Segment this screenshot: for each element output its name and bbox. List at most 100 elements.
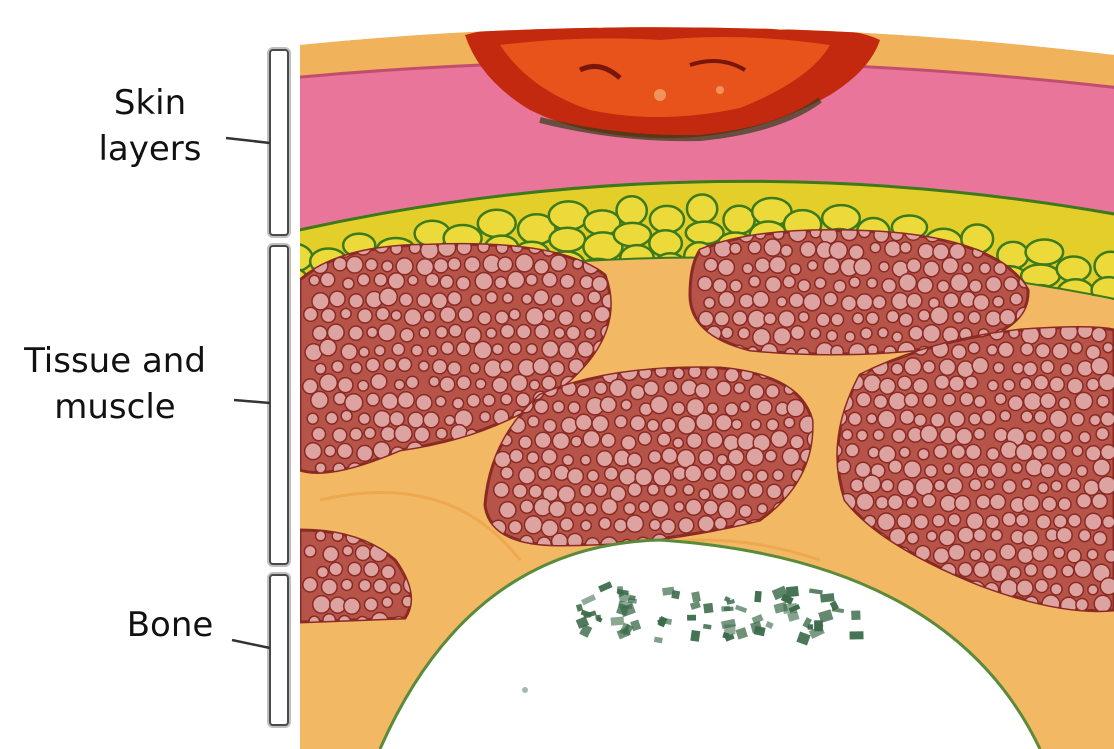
muscle-cell bbox=[471, 294, 482, 305]
muscle-cell bbox=[937, 280, 949, 292]
muscle-cell bbox=[856, 392, 870, 406]
muscle-cell bbox=[1059, 397, 1071, 409]
muscle-cell bbox=[1075, 392, 1093, 410]
muscle-cell bbox=[321, 579, 337, 595]
muscle-cell bbox=[748, 310, 766, 328]
muscle-cell bbox=[951, 445, 965, 459]
muscle-cell bbox=[304, 307, 318, 321]
muscle-cell bbox=[595, 382, 608, 395]
muscle-cell bbox=[985, 479, 995, 489]
muscle-cell bbox=[440, 377, 455, 392]
muscle-cell bbox=[522, 294, 532, 304]
muscle-cell bbox=[707, 432, 723, 448]
muscle-cell bbox=[863, 475, 881, 493]
muscle-cell bbox=[907, 293, 922, 308]
muscle-cell bbox=[773, 328, 790, 345]
muscle-cell bbox=[396, 258, 413, 275]
muscle-cell bbox=[483, 394, 495, 406]
muscle-cell bbox=[1076, 599, 1088, 611]
muscle-cell bbox=[873, 430, 884, 441]
muscle-cell bbox=[376, 307, 389, 320]
muscle-cell bbox=[717, 454, 728, 465]
muscle-cell bbox=[681, 380, 697, 396]
muscle-cell bbox=[753, 291, 769, 307]
muscle-cell bbox=[311, 391, 328, 408]
muscle-cell bbox=[994, 428, 1008, 442]
muscle-cell bbox=[343, 278, 354, 289]
muscle-cell bbox=[798, 312, 809, 323]
muscle-cell bbox=[398, 358, 412, 372]
muscle-cell bbox=[851, 479, 864, 492]
muscle-cell bbox=[918, 449, 929, 460]
muscle-cell bbox=[943, 393, 956, 406]
muscle-cell bbox=[345, 394, 363, 412]
muscle-cell bbox=[358, 380, 369, 391]
muscle-cell bbox=[588, 291, 601, 304]
muscle-cell bbox=[1103, 342, 1113, 352]
muscle-cell bbox=[400, 328, 414, 342]
muscle-cell bbox=[854, 258, 871, 275]
muscle-cell bbox=[781, 245, 793, 257]
muscle-cell bbox=[456, 276, 470, 290]
muscle-cell bbox=[948, 514, 960, 526]
muscle-cell bbox=[305, 443, 322, 460]
muscle-cell bbox=[889, 392, 907, 410]
muscle-cell bbox=[303, 577, 318, 592]
muscle-cell bbox=[857, 430, 868, 441]
muscle-cell bbox=[550, 361, 565, 376]
muscle-cell bbox=[364, 598, 377, 611]
muscle-cell bbox=[1025, 431, 1037, 443]
muscle-cell bbox=[661, 418, 675, 432]
muscle-cell bbox=[725, 368, 739, 382]
muscle-cell bbox=[566, 326, 580, 340]
muscle-cell bbox=[1050, 377, 1065, 392]
muscle-cell bbox=[358, 309, 372, 323]
muscle-cell bbox=[1062, 565, 1074, 577]
muscle-cell bbox=[897, 514, 912, 529]
muscle-cell bbox=[771, 431, 788, 448]
muscle-cell bbox=[973, 295, 989, 311]
muscle-cell bbox=[923, 394, 937, 408]
muscle-cell bbox=[918, 243, 934, 259]
muscle-cell bbox=[317, 567, 328, 578]
muscle-cell bbox=[981, 410, 996, 425]
muscle-cell bbox=[1034, 375, 1049, 390]
muscle-cell bbox=[435, 396, 445, 406]
muscle-cell bbox=[551, 294, 563, 306]
muscle-cell bbox=[1054, 515, 1067, 528]
muscle-cell bbox=[755, 258, 770, 273]
muscle-cell bbox=[932, 514, 945, 527]
muscle-cell bbox=[716, 414, 732, 430]
muscle-cell bbox=[986, 277, 1002, 293]
muscle-cell bbox=[1000, 410, 1011, 421]
muscle-cell bbox=[974, 428, 985, 439]
muscle-cell bbox=[957, 361, 974, 378]
muscle-cell bbox=[1009, 567, 1021, 579]
muscle-cell bbox=[1040, 393, 1056, 409]
muscle-cell bbox=[959, 462, 974, 477]
marrow-speck bbox=[808, 624, 814, 630]
muscle-cell bbox=[383, 358, 396, 371]
fat-cell bbox=[549, 228, 585, 252]
muscle-cell bbox=[969, 413, 981, 425]
muscle-cell bbox=[571, 436, 582, 447]
muscle-cell bbox=[899, 447, 910, 458]
fat-cell bbox=[650, 206, 684, 233]
muscle-cell bbox=[329, 291, 345, 307]
muscle-cell bbox=[1103, 516, 1114, 528]
muscle-cell bbox=[686, 499, 702, 515]
muscle-cell bbox=[346, 256, 363, 273]
muscle-cell bbox=[986, 311, 1001, 326]
muscle-cell bbox=[664, 381, 678, 395]
muscle-cell bbox=[1008, 396, 1023, 411]
muscle-cell bbox=[715, 311, 730, 326]
muscle-cell bbox=[448, 258, 461, 271]
muscle-cell bbox=[349, 326, 363, 340]
fat-cell bbox=[1057, 257, 1091, 282]
muscle-cell bbox=[944, 293, 959, 308]
muscle-cell bbox=[509, 342, 522, 355]
muscle-cell bbox=[719, 464, 735, 480]
muscle-cell bbox=[580, 275, 593, 288]
muscle-cell bbox=[973, 529, 986, 542]
muscle-cell bbox=[559, 311, 574, 326]
